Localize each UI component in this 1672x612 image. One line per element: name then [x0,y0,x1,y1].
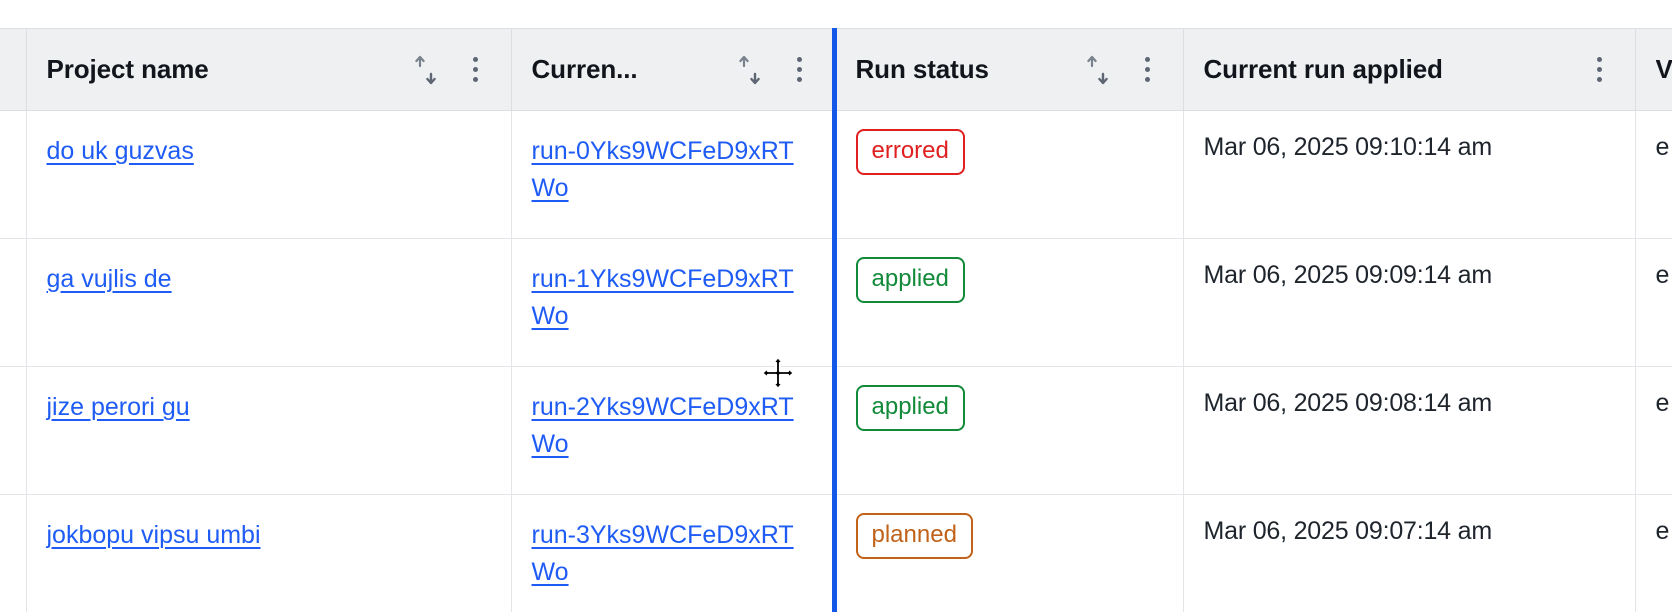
project-name-link[interactable]: ga vujlis de [46,265,172,293]
cell-project-name: do uk guzvas [26,110,512,239]
current-run-link[interactable]: run-2Yks9WCFeD9xRTWo [531,393,794,458]
project-name-link[interactable]: jokbopu vipsu umbi [46,521,261,549]
row-gutter-cell [0,110,27,239]
cell-current-run-applied: Mar 06, 2025 09:10:14 am [1183,110,1636,239]
status-badge: errored [855,129,965,175]
cell-run-status: errored [835,110,1184,239]
kebab-dot [797,57,802,62]
column-header-project-name[interactable]: Project name [26,28,512,111]
column-header-label-current-run-applied: Current run applied [1203,54,1443,84]
row-gutter-cell [0,494,27,612]
cell-current-run: run-2Yks9WCFeD9xRTWo [511,366,836,495]
kebab-dot [1145,77,1150,82]
table-row[interactable]: do uk guzvas run-0Yks9WCFeD9xRTWo errore… [0,110,1672,239]
kebab-dot [1597,57,1602,62]
current-run-link[interactable]: run-3Yks9WCFeD9xRTWo [531,521,794,586]
cell-current-run-applied: Mar 06, 2025 09:07:14 am [1183,494,1636,612]
column-menu-icon-current-run[interactable] [785,54,815,86]
cell-run-status: planned [835,494,1184,612]
column-menu-icon-project-name[interactable] [461,54,491,86]
header-gutter-cell [0,28,27,111]
workspaces-table: Project name [0,28,1672,612]
column-menu-icon-run-status[interactable] [1133,54,1163,86]
cell-project-name: jize perori gu [26,366,512,495]
cell-vcs: e [1635,238,1672,367]
cell-project-name: ga vujlis de [26,238,512,367]
kebab-dot [473,67,478,72]
row-gutter-cell [0,366,27,495]
status-badge: applied [855,385,965,431]
sort-arrows-icon[interactable] [413,54,439,86]
cell-vcs: e [1635,366,1672,495]
sort-arrows-icon[interactable] [1085,54,1111,86]
cell-vcs: e [1635,494,1672,612]
column-header-label-current-run: Curren... [531,54,638,84]
cell-current-run: run-0Yks9WCFeD9xRTWo [511,110,836,239]
kebab-dot [473,77,478,82]
table-header-row: Project name [0,28,1672,111]
table-header: Project name [0,28,1672,111]
status-badge: applied [855,257,965,303]
table-body: do uk guzvas run-0Yks9WCFeD9xRTWo errore… [0,110,1672,612]
kebab-dot [1597,77,1602,82]
current-run-link[interactable]: run-1Yks9WCFeD9xRTWo [531,265,794,330]
status-badge: planned [855,513,973,559]
column-header-label-vcs: V [1655,54,1672,84]
table-row[interactable]: jokbopu vipsu umbi run-3Yks9WCFeD9xRTWo … [0,494,1672,612]
cell-vcs: e [1635,110,1672,239]
project-name-link[interactable]: jize perori gu [46,393,190,421]
column-menu-icon-current-run-applied[interactable] [1585,54,1615,86]
sort-arrows-icon[interactable] [737,54,763,86]
column-header-label-project-name: Project name [46,54,209,84]
column-header-vcs[interactable]: V [1635,28,1672,111]
kebab-dot [1597,67,1602,72]
table-scroll-container[interactable]: Project name [0,28,1672,612]
project-name-link[interactable]: do uk guzvas [46,137,194,165]
row-gutter-cell [0,238,27,367]
cell-current-run: run-1Yks9WCFeD9xRTWo [511,238,836,367]
cell-current-run-applied: Mar 06, 2025 09:08:14 am [1183,366,1636,495]
table-row[interactable]: jize perori gu run-2Yks9WCFeD9xRTWo appl… [0,366,1672,495]
column-header-current-run[interactable]: Curren... [511,28,836,111]
current-run-link[interactable]: run-0Yks9WCFeD9xRTWo [531,137,794,202]
kebab-dot [797,77,802,82]
column-header-run-status[interactable]: Run status [835,28,1184,111]
cell-project-name: jokbopu vipsu umbi [26,494,512,612]
cell-run-status: applied [835,238,1184,367]
table-row[interactable]: ga vujlis de run-1Yks9WCFeD9xRTWo applie… [0,238,1672,367]
kebab-dot [1145,57,1150,62]
column-header-label-run-status: Run status [855,54,989,84]
kebab-dot [1145,67,1150,72]
cell-current-run-applied: Mar 06, 2025 09:09:14 am [1183,238,1636,367]
kebab-dot [797,67,802,72]
kebab-dot [473,57,478,62]
cell-run-status: applied [835,366,1184,495]
cell-current-run: run-3Yks9WCFeD9xRTWo [511,494,836,612]
column-header-current-run-applied[interactable]: Current run applied [1183,28,1636,111]
